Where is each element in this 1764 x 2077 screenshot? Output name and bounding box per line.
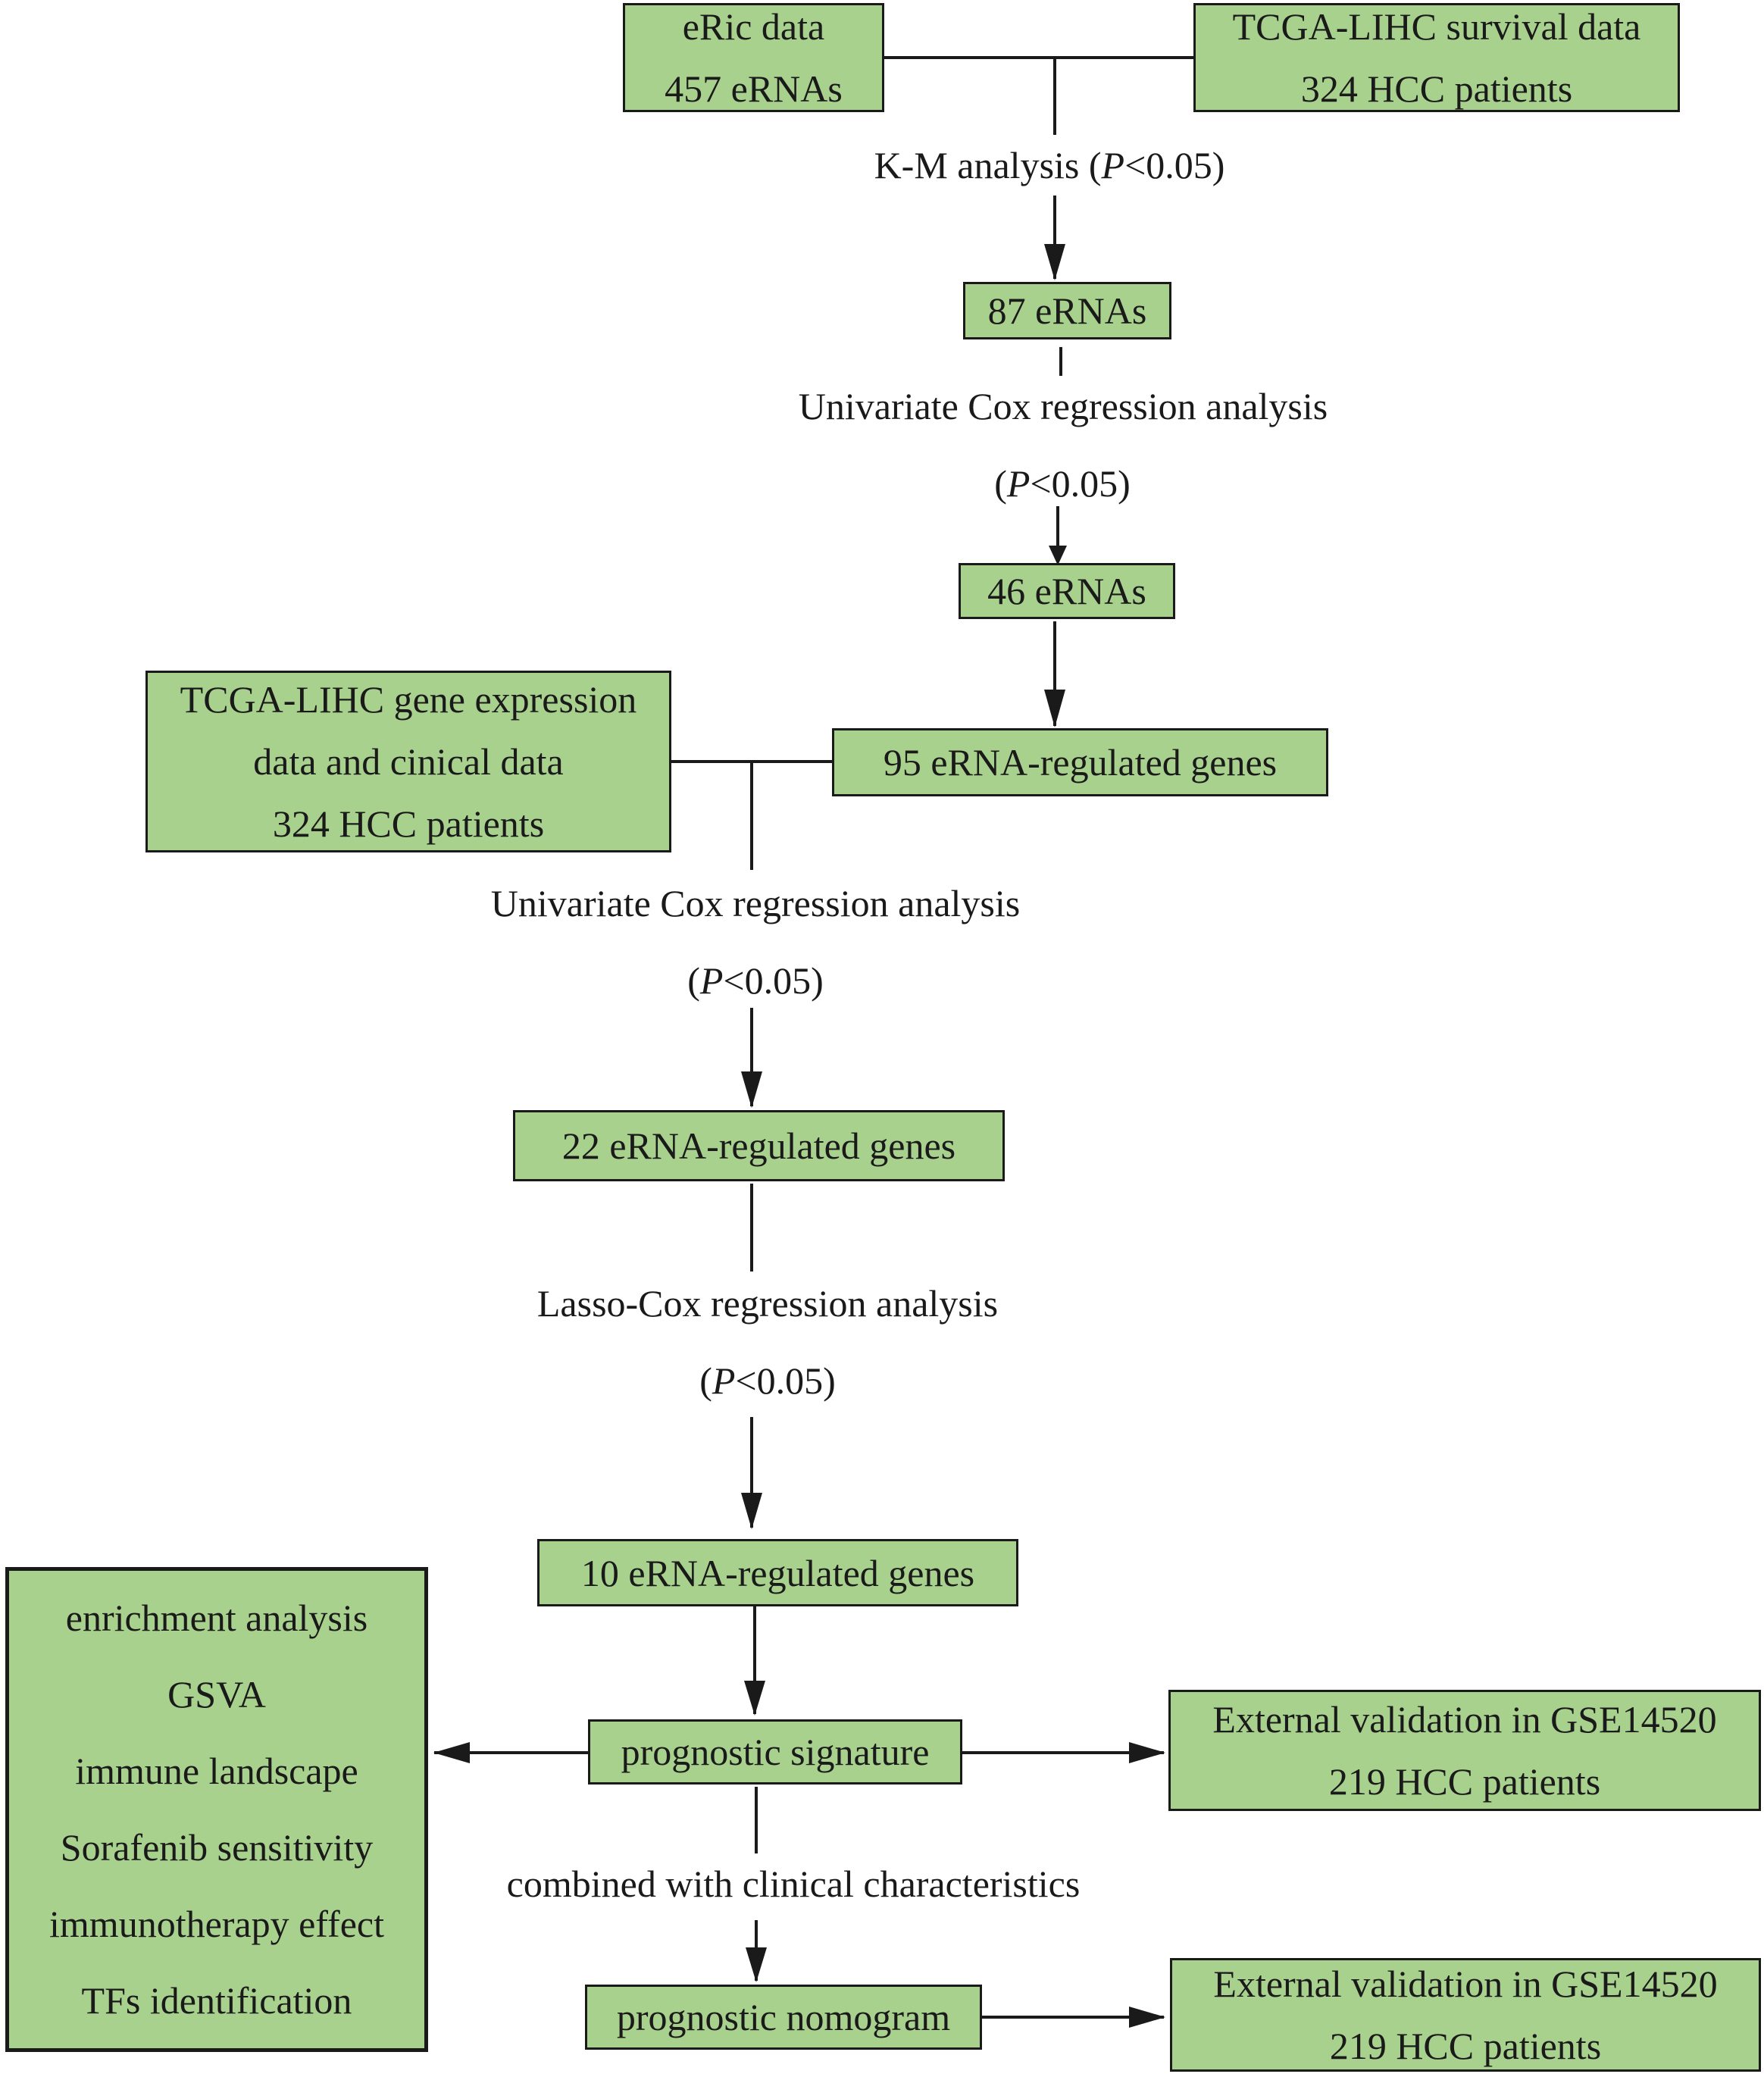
arrowhead-validation2 [1129,2007,1165,2028]
box-line: TFs identification [81,1979,352,2022]
arrowhead-downstream [433,1742,470,1763]
label-lasso-cox: Lasso-Cox regression analysis [536,1282,999,1325]
arrowhead-10 [741,1493,762,1529]
label-lasso-cox-p: (P<0.05) [699,1359,836,1402]
box-line: immune landscape [75,1750,358,1792]
label-km-analysis: K-M analysis (P<0.05) [874,144,1225,186]
box-line: enrichment analysis [65,1597,368,1639]
box-line: GSVA [167,1673,266,1716]
arrowhead-95 [1044,690,1065,727]
box-87-ernas: 87 eRNAs [963,282,1171,339]
box-downstream-analyses: enrichment analysis GSVA immune landscap… [5,1567,428,2052]
box-line: Sorafenib sensitivity [60,1826,374,1869]
box-line: eRic data [682,5,825,48]
box-22-genes: 22 eRNA-regulated genes [513,1110,1005,1181]
box-line: TCGA-LIHC gene expression [180,678,637,721]
box-external-validation-1: External validation in GSE14520 219 HCC … [1168,1690,1761,1811]
box-line: 219 HCC patients [1328,1760,1601,1803]
box-tcga-survival: TCGA-LIHC survival data 324 HCC patients [1193,3,1680,112]
arrowhead-46 [1049,546,1067,565]
arrowhead-nomogram [746,1947,767,1982]
label-univariate-cox-1: Univariate Cox regression analysis [798,385,1328,427]
box-tcga-expression: TCGA-LIHC gene expression data and cinic… [145,671,671,852]
arrowhead-validation1 [1129,1742,1165,1763]
box-line: prognostic nomogram [616,1996,951,2038]
box-line: 10 eRNA-regulated genes [580,1551,975,1594]
box-line: 87 eRNAs [987,289,1147,332]
box-line: 22 eRNA-regulated genes [561,1125,956,1167]
label-univariate-cox-2: Univariate Cox regression analysis [490,882,1021,924]
arrowhead-87 [1044,244,1065,280]
box-line: TCGA-LIHC survival data [1232,5,1641,48]
box-95-genes: 95 eRNA-regulated genes [832,728,1328,796]
box-line: data and cinical data [253,740,564,783]
box-10-genes: 10 eRNA-regulated genes [537,1539,1018,1606]
box-line: 46 eRNAs [987,570,1146,612]
box-eric-data: eRic data 457 eRNAs [623,3,884,112]
box-line: 324 HCC patients [272,802,545,845]
arrowhead-22 [741,1071,762,1108]
box-prognostic-nomogram: prognostic nomogram [585,1985,982,2050]
box-line: External validation in GSE14520 [1213,1963,1718,2005]
box-line: prognostic signature [621,1731,930,1773]
arrowhead-signature [744,1681,765,1716]
box-46-ernas: 46 eRNAs [959,563,1175,619]
box-prognostic-signature: prognostic signature [588,1719,962,1785]
box-line: 457 eRNAs [665,67,843,110]
label-univariate-cox-2-p: (P<0.05) [687,959,824,1002]
box-line: 219 HCC patients [1329,2025,1602,2067]
box-external-validation-2: External validation in GSE14520 219 HCC … [1170,1958,1761,2072]
box-line: 95 eRNA-regulated genes [883,741,1278,784]
box-line: 324 HCC patients [1300,67,1573,110]
box-line: External validation in GSE14520 [1212,1698,1717,1741]
box-line: immunotherapy effect [49,1903,384,1945]
label-univariate-cox-1-p: (P<0.05) [994,462,1131,505]
label-combined-clinical: combined with clinical characteristics [506,1863,1081,1905]
